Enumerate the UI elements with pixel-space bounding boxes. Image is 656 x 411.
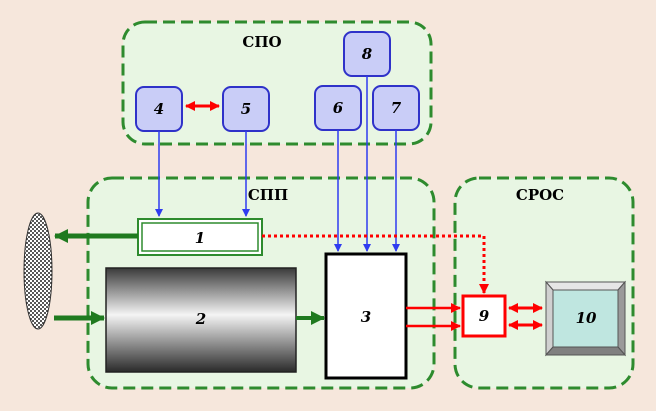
block-9-label: 9 xyxy=(479,307,490,325)
block-2: 2 xyxy=(105,267,297,373)
block-3: 3 xyxy=(324,252,408,380)
block-8: 8 xyxy=(343,31,391,77)
block-1-label: 1 xyxy=(195,229,205,247)
block-7-label: 7 xyxy=(391,99,402,117)
block-5: 5 xyxy=(222,86,270,132)
block-5-label: 5 xyxy=(241,100,251,118)
aperture-disc xyxy=(23,212,53,330)
block-1: 1 xyxy=(137,218,263,256)
group-spp-title: СПП xyxy=(248,186,288,204)
block-3-label: 3 xyxy=(361,308,371,326)
group-spo-title: СПО xyxy=(242,33,281,51)
block-6: 6 xyxy=(314,85,362,131)
block-9: 9 xyxy=(461,294,507,338)
group-sros-title: СРОС xyxy=(516,186,564,204)
block-6-label: 6 xyxy=(333,99,344,117)
block-10-monitor: 10 xyxy=(544,280,627,357)
link-1-9-dotted xyxy=(262,234,489,294)
block-2-label: 2 xyxy=(195,310,206,328)
block-4: 4 xyxy=(135,86,183,132)
block-8-label: 8 xyxy=(362,45,373,63)
block-10-label: 10 xyxy=(576,309,597,327)
block-4-label: 4 xyxy=(154,100,164,118)
block-7: 7 xyxy=(372,85,420,131)
